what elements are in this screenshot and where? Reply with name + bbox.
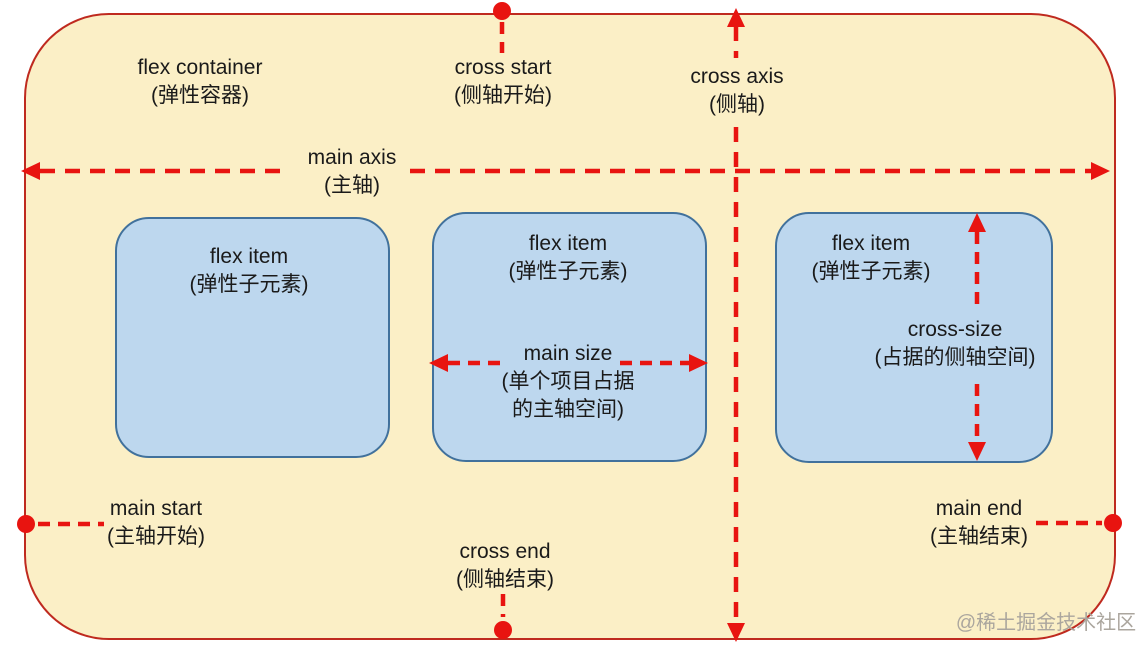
flex-item-box-3: [775, 212, 1053, 463]
flex-item-3-label-en: flex item: [831, 232, 911, 255]
main-start-label-zh: (主轴开始): [107, 525, 205, 548]
main-end-label-zh: (主轴结束): [930, 525, 1028, 548]
cross-end-label: cross end (侧轴结束): [456, 538, 554, 594]
flex-item-3-label: flex item (弹性子元素): [812, 230, 931, 286]
flex-container-label: flex container (弹性容器): [138, 54, 263, 110]
main-size-label: main size (单个项目占据 的主轴空间): [502, 340, 635, 424]
main-size-label-zh1: (单个项目占据: [501, 370, 635, 393]
watermark: @稀土掘金技术社区: [955, 612, 1137, 634]
cross-axis-label: cross axis (侧轴): [690, 63, 783, 119]
main-start-label: main start (主轴开始): [107, 495, 205, 551]
flex-item-2-label-zh: (弹性子元素): [508, 260, 628, 283]
cross-start-label: cross start (侧轴开始): [454, 54, 552, 110]
flex-item-box-2: [432, 212, 707, 462]
main-axis-label-en: main axis: [307, 146, 397, 169]
flex-item-2-label: flex item (弹性子元素): [509, 230, 628, 286]
cross-size-label-en: cross-size: [907, 318, 1003, 341]
main-size-label-en: main size: [523, 342, 613, 365]
flex-item-1-label: flex item (弹性子元素): [190, 243, 309, 299]
main-axis-label: main axis (主轴): [308, 144, 397, 200]
cross-size-label: cross-size (占据的侧轴空间): [875, 316, 1036, 372]
main-size-label-zh2: 的主轴空间): [512, 398, 624, 421]
main-start-label-en: main start: [109, 497, 203, 520]
main-end-label: main end (主轴结束): [930, 495, 1028, 551]
flex-item-1-label-en: flex item: [209, 245, 289, 268]
main-end-label-en: main end: [935, 497, 1023, 520]
flex-item-3-label-zh: (弹性子元素): [811, 260, 931, 283]
main-axis-label-zh: (主轴): [323, 174, 380, 197]
cross-axis-label-zh: (侧轴): [708, 93, 765, 116]
cross-start-label-en: cross start: [454, 56, 552, 79]
cross-start-label-zh: (侧轴开始): [454, 84, 552, 107]
flex-container-label-en: flex container: [137, 56, 263, 79]
flex-item-1-label-zh: (弹性子元素): [189, 273, 309, 296]
cross-end-label-zh: (侧轴结束): [456, 568, 554, 591]
cross-size-label-zh: (占据的侧轴空间): [874, 346, 1036, 369]
cross-end-label-en: cross end: [459, 540, 551, 563]
cross-axis-label-en: cross axis: [690, 65, 784, 88]
flex-item-box-1: [115, 217, 390, 458]
flex-item-2-label-en: flex item: [528, 232, 608, 255]
flex-container-label-zh: (弹性容器): [151, 84, 249, 107]
